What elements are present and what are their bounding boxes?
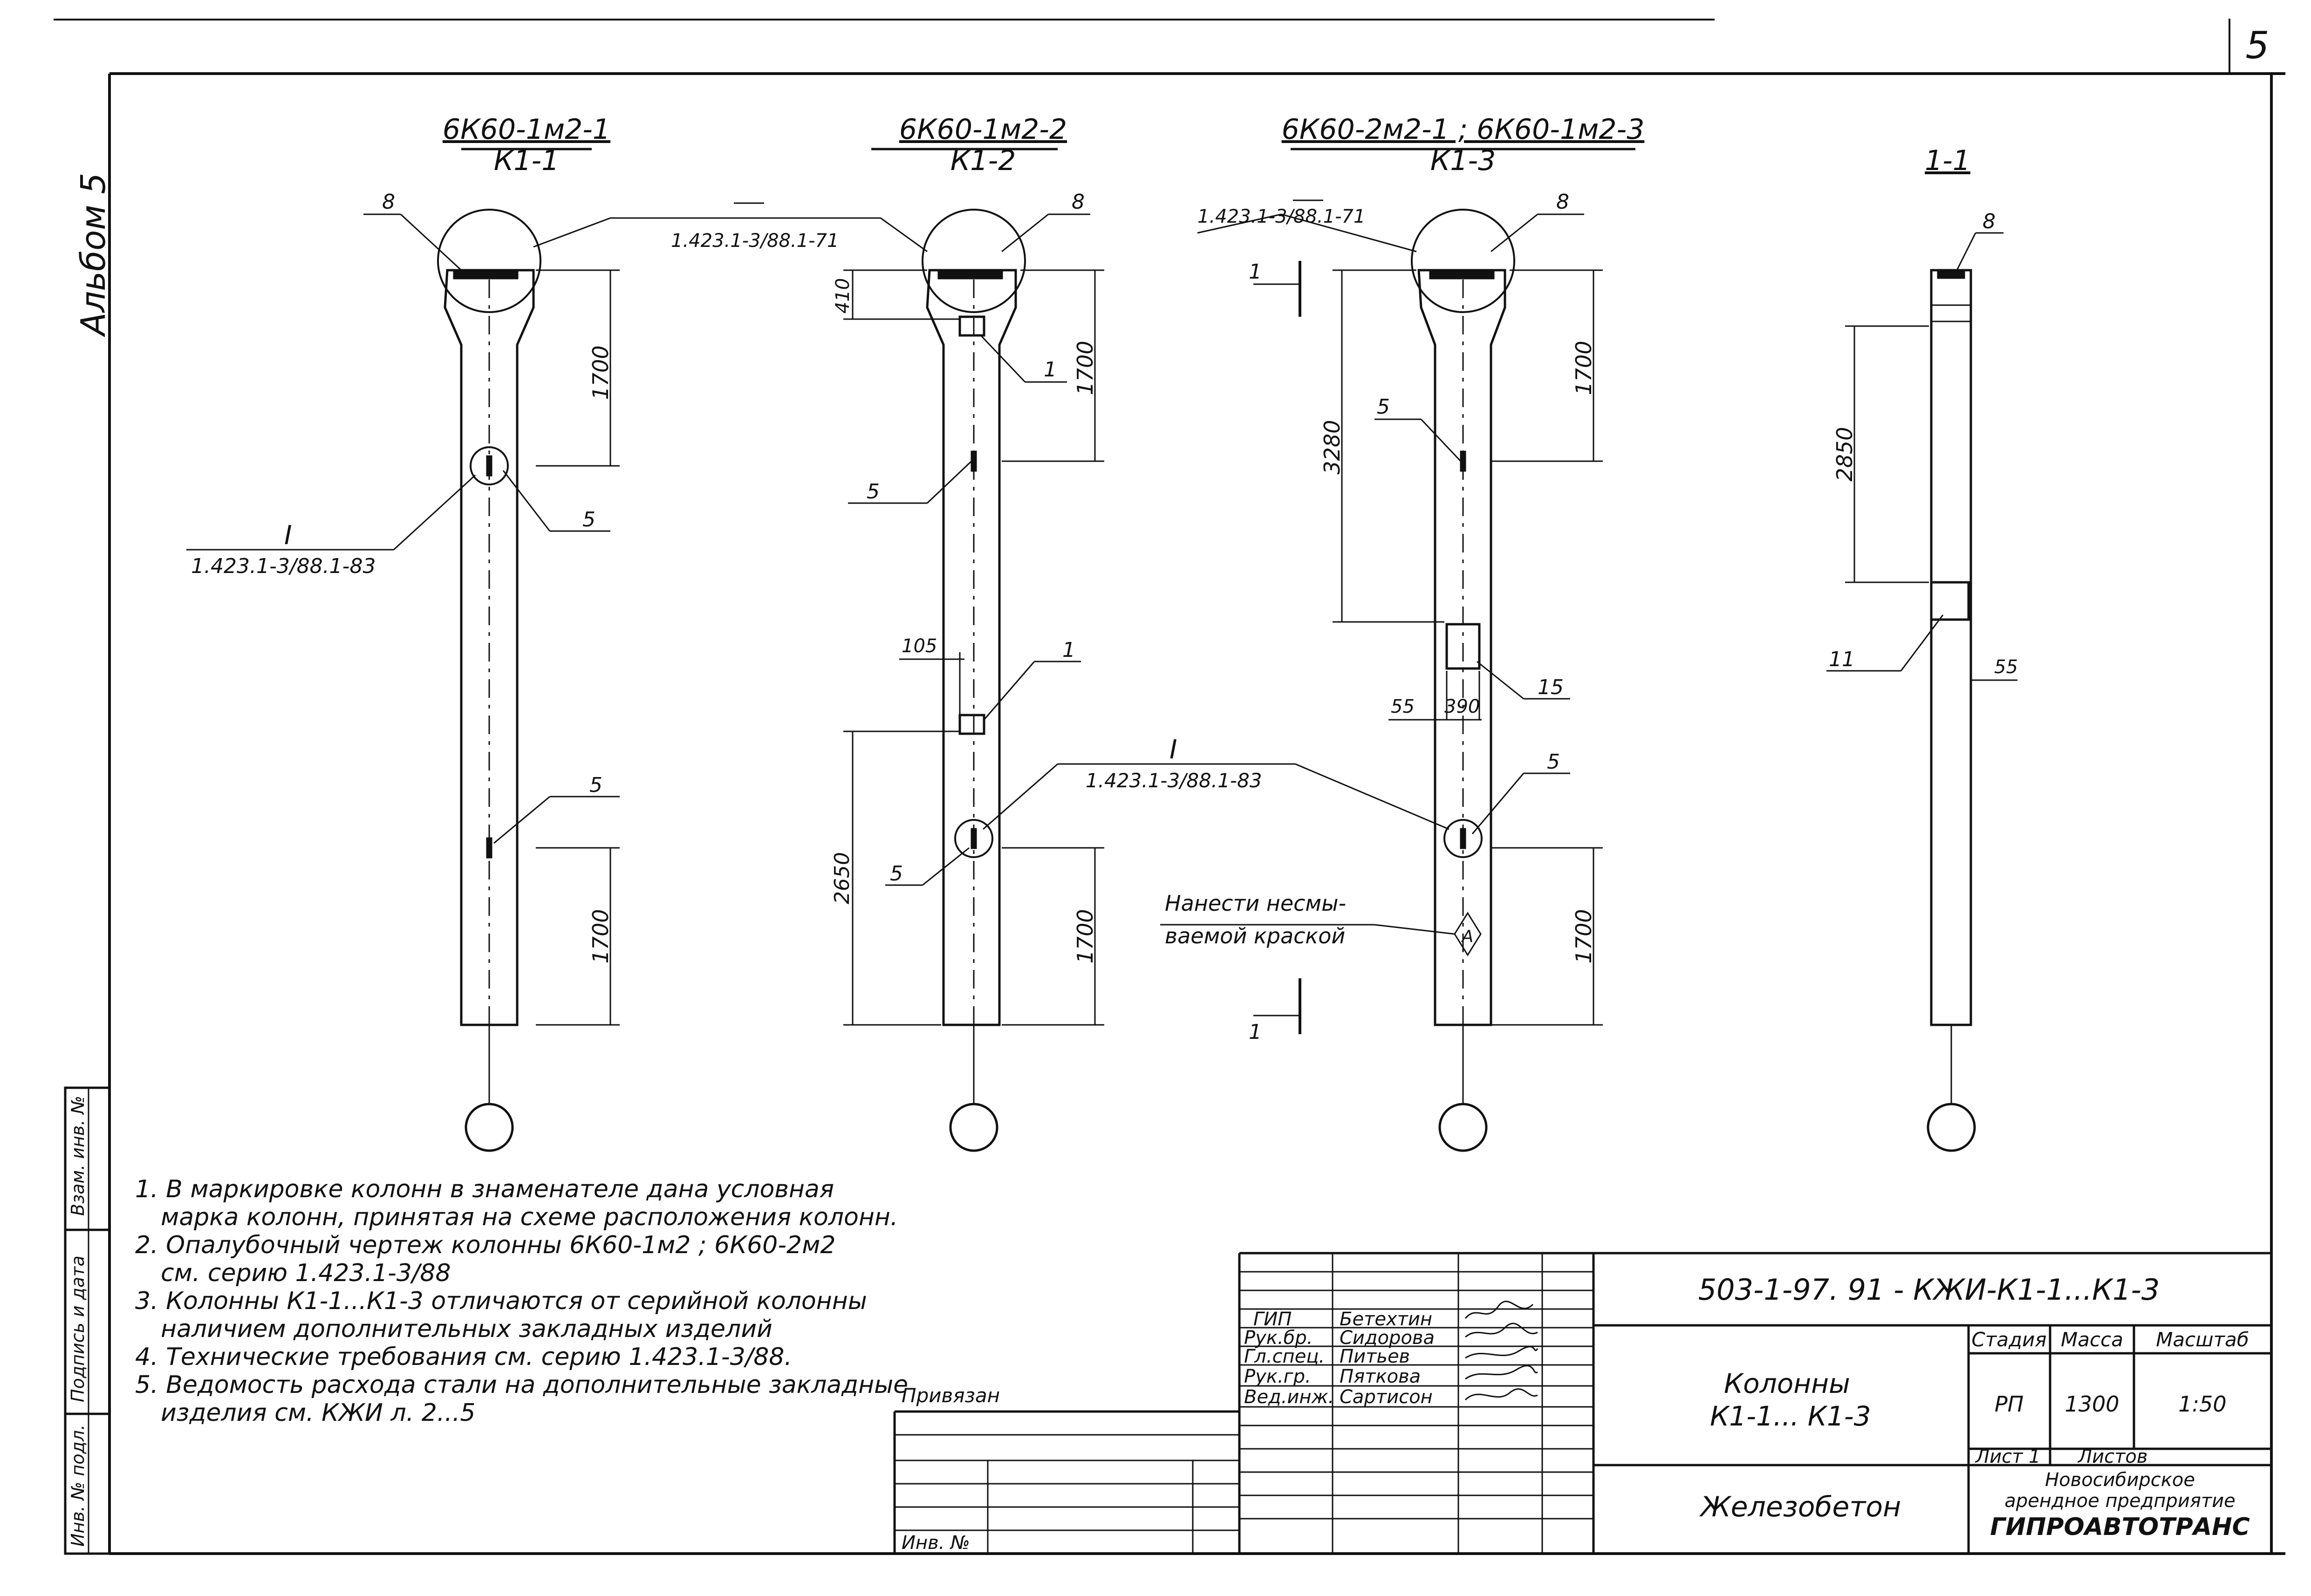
pos-label: 5 bbox=[890, 862, 903, 886]
sheet-number: 5 bbox=[2246, 24, 2270, 67]
dim-label: 2850 bbox=[1832, 427, 1857, 481]
org-name: арендное предприятие bbox=[2004, 1490, 2236, 1512]
staff-name: Сартисон bbox=[1340, 1386, 1433, 1408]
column-k1-1: 6К60-1м2-1 К1-1 bbox=[186, 113, 620, 1152]
scale-header: Масштаб bbox=[2156, 1328, 2249, 1351]
note-line: 5. Ведомость расхода стали на дополнител… bbox=[135, 1371, 908, 1399]
dim-label: 2650 bbox=[830, 852, 854, 904]
pos-label: 8 bbox=[1556, 190, 1569, 214]
staff-name: Бетехтин bbox=[1340, 1309, 1432, 1330]
column-k1-3: 6К60-2м2-1 ; 6К60-1м2-3 К1-3 bbox=[1160, 113, 1645, 1152]
node-ref: 1.423.1-3/88.1-71 bbox=[671, 230, 839, 252]
dim-label: 1700 bbox=[588, 909, 613, 963]
staff-name: Пяткова bbox=[1340, 1366, 1421, 1387]
inv-label: Инв. № bbox=[902, 1532, 970, 1554]
section-title: 1-1 bbox=[1925, 144, 1970, 177]
note-line: 2. Опалубочный чертеж колонны 6К60-1м2 ;… bbox=[135, 1231, 835, 1259]
doc-code: 503-1-97. 91 - КЖИ-К1-1...К1-3 bbox=[1698, 1273, 2160, 1307]
stage-value: РП bbox=[1995, 1391, 2024, 1417]
node-roman: I bbox=[1169, 735, 1177, 765]
mass-header: Масса bbox=[2061, 1328, 2123, 1351]
dim-label: 1700 bbox=[1571, 909, 1596, 963]
pos-label: 1 bbox=[1044, 358, 1057, 382]
scale-value: 1:50 bbox=[2178, 1391, 2226, 1417]
note-line: наличием дополнительных закладных издели… bbox=[161, 1315, 773, 1343]
note-line: 3. Колонны К1-1...К1-3 отличаются от сер… bbox=[135, 1287, 867, 1315]
note-line: изделия см. КЖИ л. 2...5 bbox=[161, 1399, 476, 1427]
note-line: марка колонн, принятая на схеме располож… bbox=[161, 1203, 898, 1231]
dim-label: 390 bbox=[1444, 696, 1480, 717]
pos-label: 8 bbox=[1072, 190, 1085, 214]
org-name: Новосибирское bbox=[2045, 1469, 2195, 1491]
dim-label: 3280 bbox=[1320, 420, 1345, 474]
shared-leader bbox=[533, 202, 928, 252]
left-stamp: Взам. инв. № Подпись и дата Инв. № подл. bbox=[64, 1086, 111, 1555]
stamp-label: Инв. № подл. bbox=[68, 1425, 88, 1547]
paint-note: Нанести несмы- bbox=[1165, 891, 1346, 916]
column-mark: 6К60-2м2-1 ; 6К60-1м2-3 bbox=[1282, 113, 1645, 146]
pos-label: 8 bbox=[1983, 210, 1996, 233]
dim-label: 1700 bbox=[1073, 341, 1098, 395]
pos-label: 5 bbox=[1377, 395, 1390, 419]
material: Железобетон bbox=[1699, 1491, 1901, 1523]
sheet-frame bbox=[54, 19, 2285, 1555]
note-line: 1. В маркировке колонн в знаменателе дан… bbox=[135, 1175, 834, 1203]
note-line: см. серию 1.423.1-3/88 bbox=[161, 1259, 451, 1287]
dim-label: 55 bbox=[1994, 656, 2018, 678]
shared-leader-I bbox=[983, 763, 1450, 830]
doc-title: К1-1... К1-3 bbox=[1710, 1400, 1871, 1432]
section-mark-label: 1 bbox=[1249, 260, 1262, 284]
title-block: 503-1-97. 91 - КЖИ-К1-1...К1-3 Колонны К… bbox=[893, 1252, 2271, 1554]
mass-value: 1300 bbox=[2065, 1391, 2119, 1417]
staff-role: Рук.бр. bbox=[1244, 1327, 1313, 1349]
dim-label: 1700 bbox=[1073, 909, 1098, 963]
staff-role: Вед.инж. bbox=[1244, 1386, 1334, 1408]
dim-label: 1700 bbox=[1571, 341, 1596, 395]
staff-role: ГИП bbox=[1253, 1309, 1292, 1330]
org-name: ГИПРОАВТОТРАНС bbox=[1990, 1513, 2250, 1541]
column-mark: 6К60-1м2-1 bbox=[443, 113, 610, 146]
pos-label: 5 bbox=[867, 480, 880, 504]
column-mark: 6К60-1м2-2 bbox=[899, 113, 1067, 146]
column-k1-2: 6К60-1м2-2 К1-2 bbox=[830, 113, 1104, 1152]
stamp-label: Взам. инв. № bbox=[68, 1096, 88, 1216]
staff-name: Сидорова bbox=[1340, 1327, 1435, 1349]
pos-label: 8 bbox=[382, 190, 395, 214]
pos-label: 5 bbox=[582, 508, 595, 532]
section-mark-label: 1 bbox=[1249, 1020, 1262, 1044]
staff-name: Питьев bbox=[1340, 1346, 1410, 1367]
pos-label: 15 bbox=[1538, 675, 1564, 699]
node-ref: 1.423.1-3/88.1-83 bbox=[1086, 769, 1262, 792]
dim-label: 410 bbox=[832, 278, 854, 314]
pos-label: 11 bbox=[1829, 648, 1855, 671]
paint-note: ваемой краской bbox=[1165, 923, 1345, 948]
node-roman: I bbox=[284, 520, 292, 551]
paint-symbol: А bbox=[1461, 927, 1474, 946]
pos-label: 5 bbox=[1547, 750, 1560, 774]
signatures bbox=[1464, 1301, 1538, 1401]
doc-title: Колонны bbox=[1724, 1368, 1850, 1399]
bound-label: Привязан bbox=[902, 1384, 1000, 1407]
pos-label: 1 bbox=[1062, 638, 1075, 662]
dim-label: 1700 bbox=[588, 345, 613, 400]
note-line: 4. Технические требования см. серию 1.42… bbox=[135, 1343, 792, 1371]
dim-label: 55 bbox=[1391, 696, 1415, 717]
side-album-label: Альбом 5 bbox=[74, 173, 113, 337]
stamp-label: Подпись и дата bbox=[68, 1255, 88, 1402]
section-1-1: 1-1 8 11 55 2850 bbox=[1826, 144, 2018, 1152]
sheet-label: Лист 1 bbox=[1975, 1446, 2041, 1467]
node-ref: 1.423.1-3/88.1-83 bbox=[191, 554, 376, 578]
staff-role: Рук.гр. bbox=[1244, 1366, 1311, 1387]
node-ref: 1.423.1-3/88.1-71 bbox=[1197, 206, 1365, 227]
sheets-label: Листов bbox=[2077, 1446, 2147, 1467]
staff-role: Гл.спец. bbox=[1244, 1346, 1325, 1367]
dim-label: 105 bbox=[902, 635, 937, 657]
pos-label: 5 bbox=[589, 773, 602, 797]
stage-header: Стадия bbox=[1971, 1328, 2046, 1351]
notes: 1. В маркировке колонн в знаменателе дан… bbox=[135, 1175, 908, 1427]
